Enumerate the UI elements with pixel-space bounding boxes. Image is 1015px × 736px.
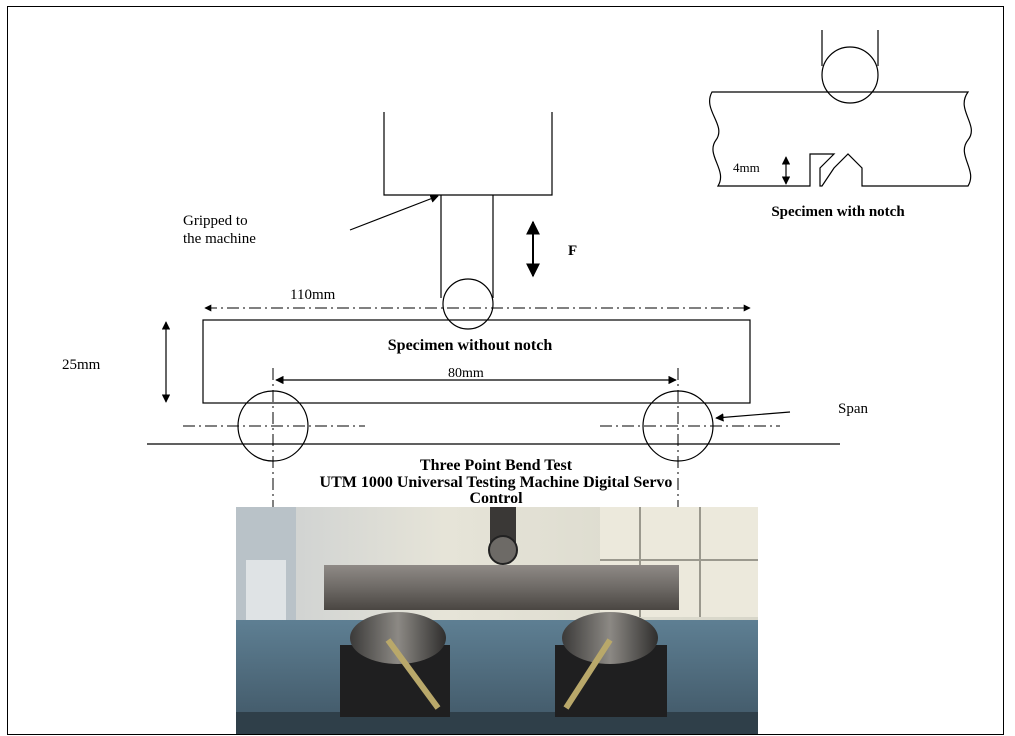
caption-title: Three Point Bend Test <box>420 457 573 474</box>
span-pointer-arrow <box>715 411 791 422</box>
specimen-with-notch-label: Specimen with notch <box>771 204 905 220</box>
span-80-label: 80mm <box>448 366 484 381</box>
gripped-label-line1: Gripped to <box>183 213 248 229</box>
notch-depth-label: 4mm <box>733 160 760 175</box>
plunger-rod <box>440 195 494 298</box>
specimen-beam <box>202 319 751 404</box>
force-label: F <box>568 243 577 259</box>
caption-machine: UTM 1000 Universal Testing Machine Digit… <box>320 474 673 491</box>
specimen-without-notch-label: Specimen without notch <box>388 337 553 354</box>
inset-loading-roller <box>821 46 879 104</box>
inset-plunger-rod <box>821 30 879 66</box>
notched-specimen <box>709 91 972 187</box>
height-25-label: 25mm <box>62 357 101 373</box>
loading-roller <box>442 278 494 330</box>
machine-grip <box>383 112 553 196</box>
gripped-label-line2: the machine <box>183 231 256 247</box>
span-label: Span <box>838 401 869 417</box>
caption-machine-cont: Control <box>469 490 523 507</box>
grip-pointer-arrow <box>349 194 439 231</box>
test-photo <box>236 507 758 734</box>
length-110-label: 110mm <box>290 287 336 303</box>
